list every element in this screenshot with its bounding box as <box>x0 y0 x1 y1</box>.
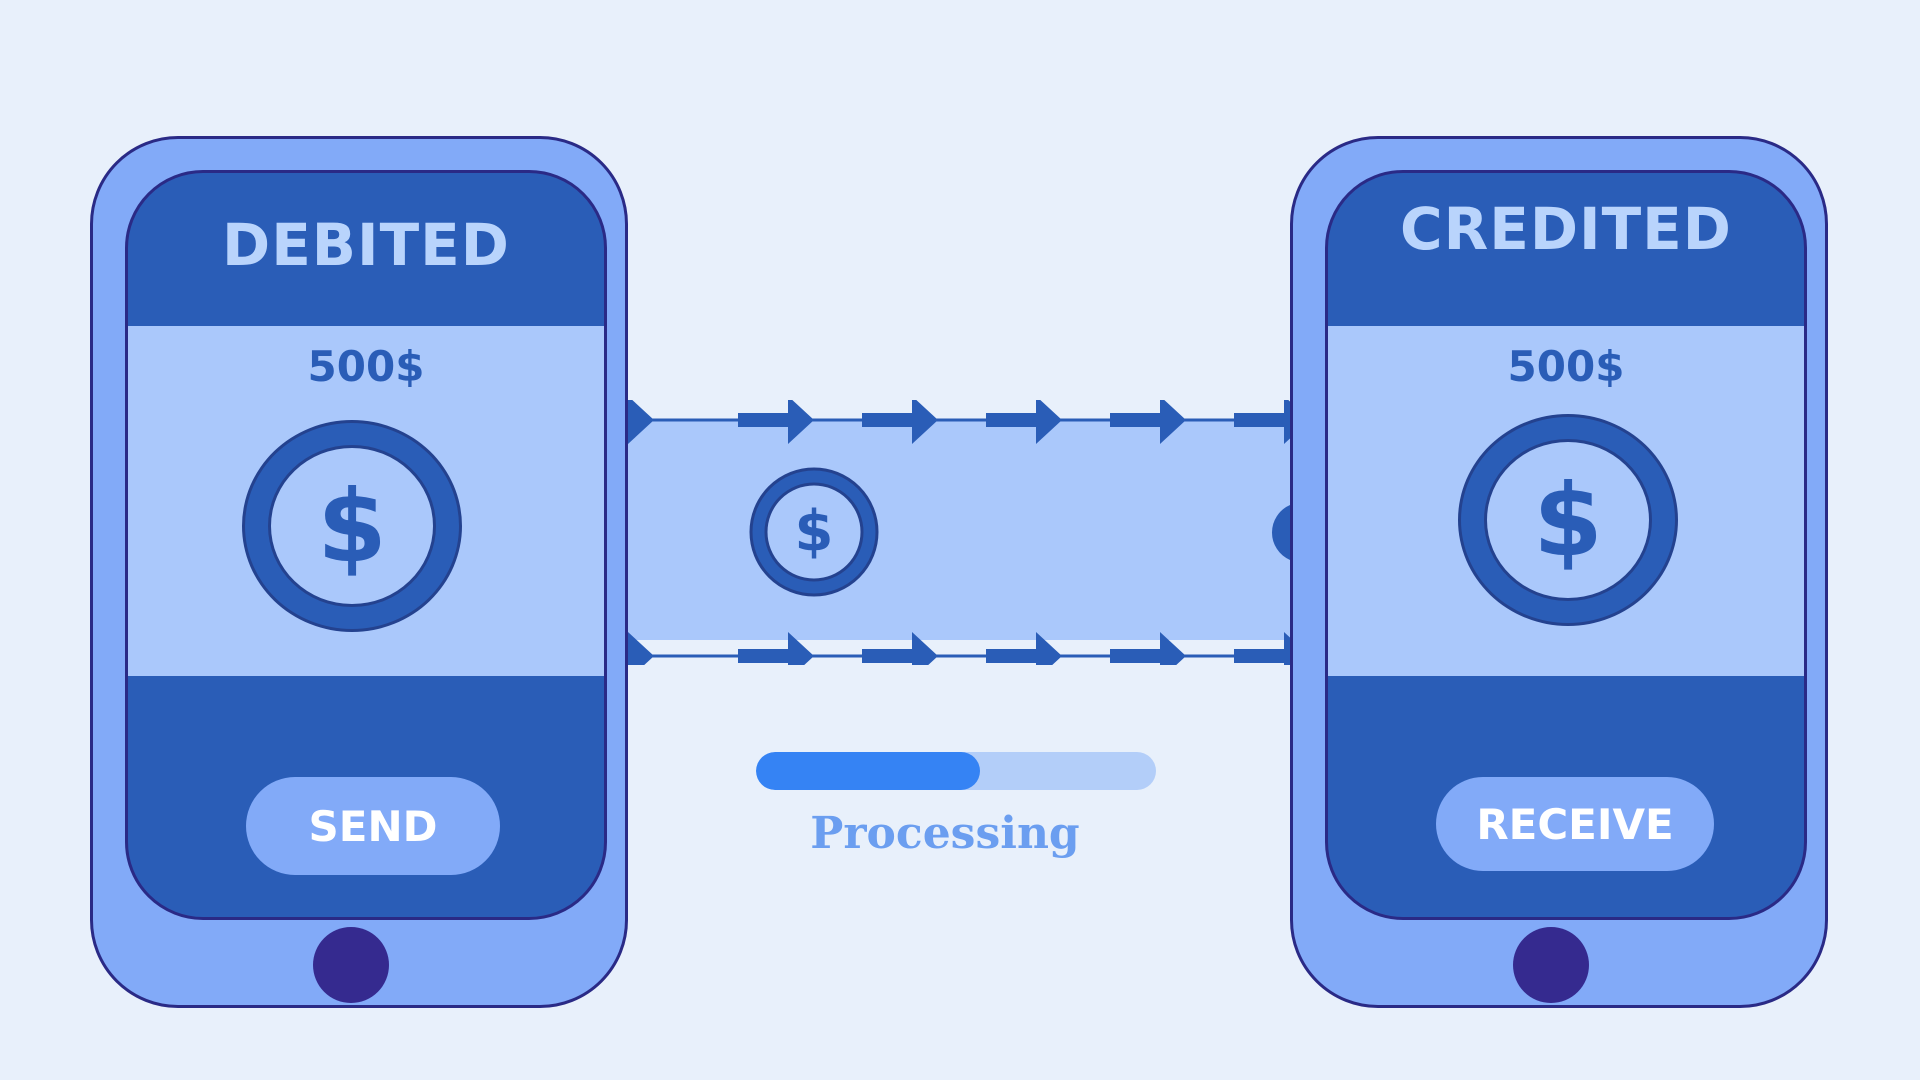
send-button[interactable]: SEND <box>246 777 500 875</box>
arrow-right-icon <box>738 400 814 444</box>
receiver-phone: CREDITED 500$ $ RECEIVE <box>1290 136 1828 1008</box>
sender-amount: 500$ <box>307 342 425 391</box>
sender-home-button[interactable] <box>313 927 389 1003</box>
arrow-row-bottom <box>628 632 1290 665</box>
sender-panel: 500$ $ <box>128 326 604 676</box>
dollar-symbol: $ <box>268 445 436 607</box>
dollar-symbol: $ <box>795 499 834 564</box>
arrow-right-icon <box>986 400 1062 444</box>
receiver-screen: CREDITED 500$ $ RECEIVE <box>1325 170 1807 920</box>
sender-title: DEBITED <box>222 211 510 279</box>
dollar-symbol: $ <box>1484 439 1652 601</box>
moving-coin-icon: $ <box>749 467 879 597</box>
arrow-right-icon <box>738 632 814 665</box>
progress-fill <box>756 752 980 790</box>
receiver-panel: 500$ $ <box>1328 326 1804 676</box>
receiver-home-button[interactable] <box>1513 927 1589 1003</box>
receive-button[interactable]: RECEIVE <box>1436 777 1714 871</box>
arrow-right-icon <box>862 400 938 444</box>
arrow-row-top <box>628 400 1290 444</box>
receiver-amount: 500$ <box>1507 342 1625 391</box>
receiver-title: CREDITED <box>1400 195 1732 263</box>
arrow-right-icon <box>1234 632 1290 665</box>
arrow-right-icon <box>628 400 654 444</box>
arrow-right-icon <box>1110 400 1186 444</box>
receiver-coin-icon: $ <box>1458 414 1678 626</box>
sender-coin-icon: $ <box>242 420 462 632</box>
processing-label: Processing <box>810 808 1080 859</box>
arrow-right-icon <box>986 632 1062 665</box>
arrow-right-icon <box>1110 632 1186 665</box>
arrow-right-icon <box>862 632 938 665</box>
arrow-right-icon <box>628 632 654 665</box>
sender-screen: DEBITED 500$ $ SEND <box>125 170 607 920</box>
arrow-right-icon <box>1234 400 1290 444</box>
transfer-channel: $ <box>628 400 1290 665</box>
transfer-band <box>628 420 1290 640</box>
entering-coin-edge <box>1271 505 1290 560</box>
sender-phone: DEBITED 500$ $ SEND <box>90 136 628 1008</box>
progress-bar <box>756 752 1156 790</box>
